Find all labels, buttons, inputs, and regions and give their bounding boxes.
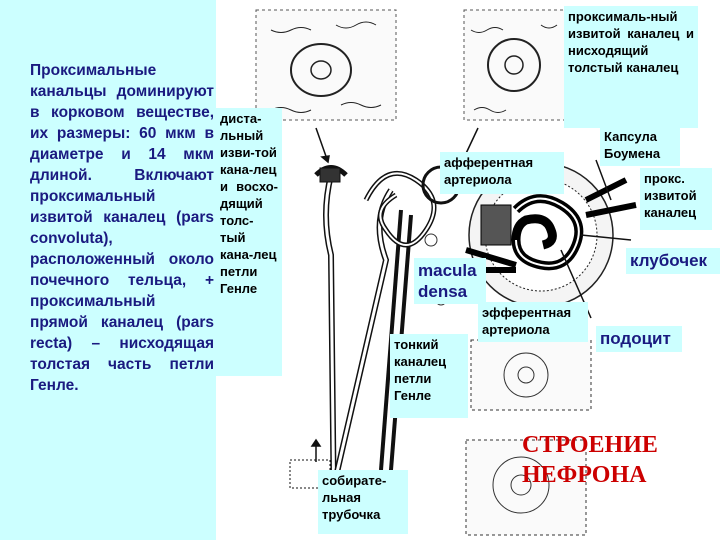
label-macula-densa: macula densa — [414, 258, 486, 304]
tubule-tissue-right — [463, 9, 575, 121]
label-proximal-tubule: проксималь-ный извитой каналец и нисходя… — [564, 6, 698, 128]
label-efferent-arteriole: эфферентная артериола — [478, 302, 588, 342]
label-thin-loop: тонкий каналец петли Генле — [390, 334, 468, 418]
intro-paragraph: Проксимальные канальцы доминируют в корк… — [30, 62, 214, 394]
label-collecting-duct: собирате-льная трубочка — [318, 470, 408, 534]
slide-title: СТРОЕНИЕ НЕФРОНА — [522, 432, 658, 488]
label-proximal-convoluted: прокс. извитой каналец — [640, 168, 712, 230]
label-podocyte: подоцит — [596, 326, 682, 352]
tissue-section-right — [424, 233, 592, 536]
label-glomerulus: клубочек — [626, 248, 720, 274]
label-afferent-arteriole: афферентная артериола — [440, 152, 564, 194]
label-bowman-capsule: Капсула Боумена — [600, 126, 680, 166]
label-distal-tubule: диста-льный изви-той кана-лец и восхо-дя… — [216, 108, 282, 376]
renal-corpuscle — [465, 159, 637, 319]
tubule-tissue-left — [255, 9, 397, 121]
nephron-illustration — [255, 9, 637, 536]
